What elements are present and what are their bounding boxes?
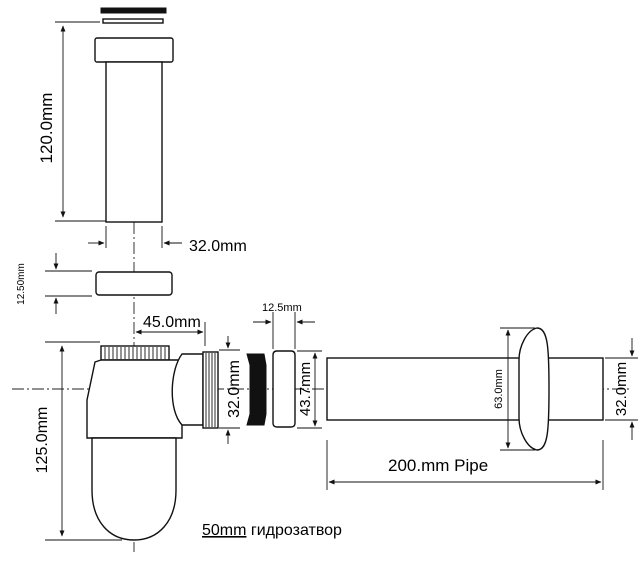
dim-ring-height: 12.50mm	[16, 253, 92, 314]
dim-nut-diameter: 43.7mm	[297, 350, 322, 429]
rubber-seal	[246, 353, 267, 426]
dim-label-45: 45.0mm	[143, 314, 201, 331]
union-nut	[272, 350, 296, 428]
dim-label-32-top: 32.0mm	[189, 238, 247, 255]
dim-label-63: 63.0mm	[493, 369, 505, 409]
dim-label-43-7: 43.7mm	[297, 362, 314, 416]
dim-pipe-length: 200.mm Pipe	[326, 440, 604, 490]
dim-trap-height: 125.0mm	[34, 341, 122, 541]
dim-label-200: 200.mm Pipe	[388, 456, 488, 475]
dim-top-pipe-height: 120.0mm	[37, 21, 106, 222]
dim-label-120: 120.0mm	[37, 93, 56, 164]
note-rest: гидрозатвор	[246, 522, 342, 539]
drain-plug	[100, 7, 167, 24]
siphon-trap-body	[86, 345, 219, 541]
dim-top-pipe-diameter: 32.0mm	[88, 226, 247, 255]
dim-outlet-offset: 45.0mm	[135, 314, 206, 346]
dim-label-12-50: 12.50mm	[16, 263, 27, 305]
dim-outlet-diameter: 32.0mm	[219, 336, 243, 444]
sealing-ring	[95, 271, 173, 296]
dim-label-125: 125.0mm	[34, 407, 51, 474]
wall-rosette	[518, 327, 550, 451]
dim-pipe-diameter: 32.0mm	[605, 338, 638, 440]
note-underlined: 50mm	[202, 522, 246, 539]
water-seal-note: 50mm гидрозатвор	[202, 522, 342, 539]
dim-rosette-diameter: 63.0mm	[493, 327, 535, 451]
wall-pipe	[326, 357, 604, 421]
dim-label-12-5: 12.5mm	[262, 302, 302, 314]
dim-label-32-outlet: 32.0mm	[226, 360, 243, 418]
top-pipe	[94, 37, 174, 223]
dim-nut-width: 12.5mm	[253, 302, 315, 349]
dim-label-32-pipe: 32.0mm	[613, 362, 630, 416]
